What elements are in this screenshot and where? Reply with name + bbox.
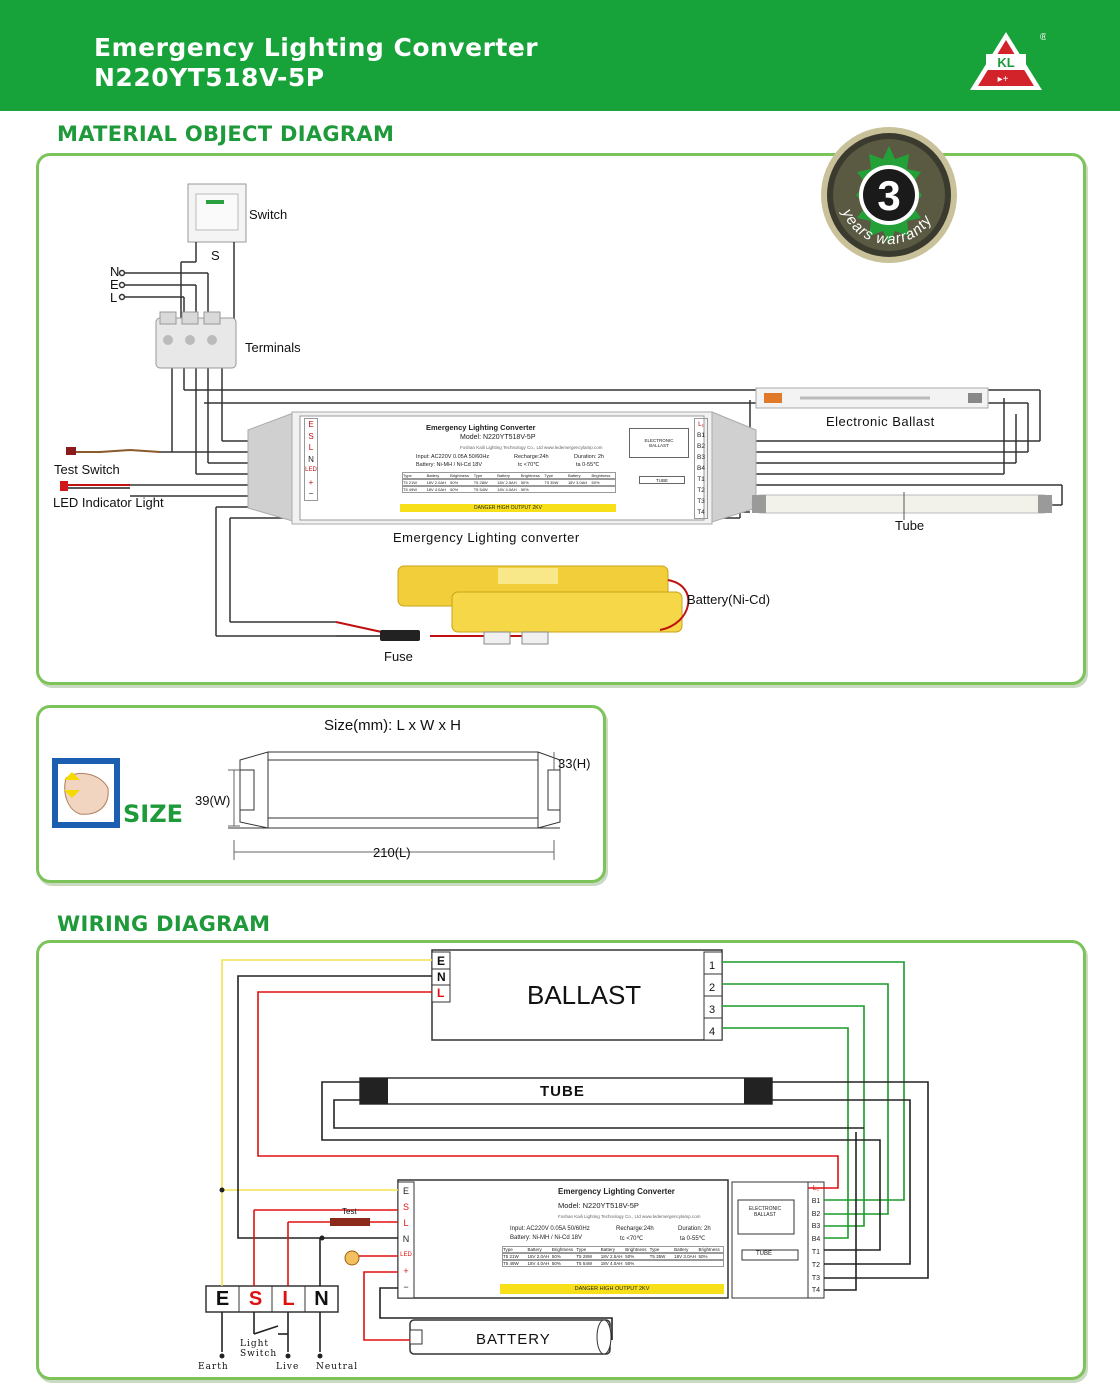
nameplate-ta: ta 0-55℃	[576, 462, 600, 468]
product-title: Emergency Lighting Converter N220YT518V-…	[94, 33, 538, 93]
length-dimension: 210(L)	[373, 845, 411, 860]
esln-block: E S L N	[206, 1286, 338, 1312]
wiring-nameplate-title: Emergency Lighting Converter	[558, 1187, 675, 1196]
warranty-seal: 3 years warranty	[821, 127, 957, 263]
size-caption: Size(mm): L x W x H	[324, 717, 461, 734]
nameplate-battery: Battery: Ni-MH / Ni-Cd 18V	[416, 462, 483, 468]
ballast-output-terminals: 1 2 3 4	[709, 960, 716, 1038]
tube-title: TUBE	[540, 1083, 585, 1100]
terminals-label: Terminals	[245, 340, 301, 355]
wiring-converter-left-terminals: E S L N LED + −	[400, 1186, 412, 1292]
width-dimension: 39(W)	[195, 793, 231, 808]
wiring-section-title: WIRING DIAGRAM	[57, 912, 271, 936]
nameplate-danger: DANGER HIGH OUTPUT 2KV	[400, 504, 616, 512]
ballast-title: BALLAST	[527, 980, 642, 1010]
esln-e: E	[215, 1288, 230, 1310]
converter-nameplate: E S L N LED + − Emergency Lighting Conve…	[304, 418, 708, 519]
test-label: Test	[342, 1207, 357, 1216]
esln-n: N	[314, 1288, 329, 1310]
nameplate-company: Foshan Kaili Lighting Technology Co., Lt…	[460, 445, 603, 450]
neutral-label: Neutral	[316, 1362, 359, 1372]
warranty-number: 3	[877, 172, 900, 219]
kl-logo: KL ▸+ ®	[970, 32, 1046, 90]
ballast-label: Electronic Ballast	[826, 414, 935, 429]
wiring-nameplate-ta: ta 0-55℃	[680, 1236, 706, 1242]
earth-label: Earth	[198, 1362, 229, 1372]
tube-photo	[751, 492, 1053, 520]
nameplate-input: Input: AC220V 0.05A 50/60Hz	[416, 454, 490, 460]
ballast-input-terminals: E N L	[437, 954, 446, 1000]
wiring-nameplate-battery: Battery: Ni-MH / Ni-Cd 18V	[510, 1235, 583, 1241]
live-label: Live	[276, 1362, 300, 1372]
material-diagram	[60, 183, 1063, 645]
wiring-nameplate-tc: tc <70℃	[620, 1236, 644, 1242]
wiring-diagram	[205, 949, 929, 1359]
svg-text:▸+: ▸+	[998, 74, 1009, 85]
terminal-block	[155, 311, 237, 369]
esln-l: L	[282, 1288, 295, 1310]
electronic-ballast-photo	[755, 387, 989, 409]
wiring-converter-right-terminals: L₁ B1 B2 B3 B4 T1 T2 T3 T4	[811, 1185, 821, 1295]
logo-text: KL	[997, 55, 1014, 70]
wiring-nameplate-duration: Duration: 2h	[678, 1226, 711, 1232]
battery-title: BATTERY	[476, 1331, 551, 1348]
title-line-1: Emergency Lighting Converter	[94, 33, 539, 62]
l-label: L	[110, 290, 118, 305]
light-switch-label: Light Switch	[240, 1339, 278, 1359]
s-label: S	[211, 248, 220, 263]
nameplate-inner-tube: TUBE	[639, 476, 685, 484]
nameplate-left-terminals: E S L N LED + −	[304, 418, 318, 501]
led-indicator-label: LED Indicator Light	[53, 495, 164, 510]
size-drawing	[228, 751, 561, 860]
material-section-title: MATERIAL OBJECT DIAGRAM	[57, 122, 395, 146]
wiring-nameplate-recharge: Recharge:24h	[616, 1226, 654, 1232]
converter-box	[397, 1179, 729, 1299]
nameplate-model: Model: N220YT518V-5P	[460, 434, 536, 441]
nameplate-tc: tc <70℃	[518, 462, 540, 468]
converter-label: Emergency Lighting converter	[393, 530, 580, 545]
wiring-nameplate-input: Input: AC220V 0.05A 50/60Hz	[510, 1226, 590, 1232]
nameplate-duration: Duration: 2h	[574, 454, 604, 460]
ballast-box	[431, 949, 723, 1041]
page-header: Emergency Lighting Converter N220YT518V-…	[0, 0, 1120, 111]
wiring-nameplate-company: Foshan Kaili Lighting Technology Co., Lt…	[558, 1214, 701, 1219]
n-label: N	[110, 264, 120, 279]
size-icon	[52, 758, 120, 828]
battery-label: Battery(Ni-Cd)	[687, 592, 771, 607]
battery-pack-photo	[335, 565, 690, 645]
registered-mark: ®	[1040, 32, 1046, 43]
wiring-inner-tube: TUBE	[756, 1251, 773, 1257]
wall-switch	[187, 183, 247, 243]
tube-label: Tube	[895, 518, 925, 533]
wiring-nameplate-model: Model: N220YT518V-5P	[558, 1201, 639, 1210]
wiring-inner-ballast: ELECTRONIC BALLAST	[748, 1206, 782, 1218]
fuse-label: Fuse	[384, 649, 413, 664]
nameplate-title: Emergency Lighting Converter	[426, 423, 536, 432]
nel-labels: N E L	[110, 265, 119, 304]
size-word: SIZE	[123, 800, 184, 828]
switch-label: Switch	[249, 207, 288, 222]
wiring-converter-nameplate: E S L N LED + − Emergency Lighting Conve…	[398, 1180, 820, 1298]
test-switch-label: Test Switch	[54, 462, 120, 477]
nameplate-inner-ballast: ELECTRONIC BALLAST	[629, 428, 689, 458]
title-line-2: N220YT518V-5P	[94, 63, 325, 92]
nameplate-right-terminals: L₁ B1 B2 B3 B4 T1 T2 T3 T4	[694, 418, 708, 519]
esln-s: S	[248, 1288, 263, 1310]
e-label: E	[110, 277, 119, 292]
nameplate-recharge: Recharge:24h	[514, 454, 549, 460]
wiring-nameplate-danger: DANGER HIGH OUTPUT 2KV	[574, 1286, 650, 1292]
height-dimension: 33(H)	[558, 756, 591, 771]
